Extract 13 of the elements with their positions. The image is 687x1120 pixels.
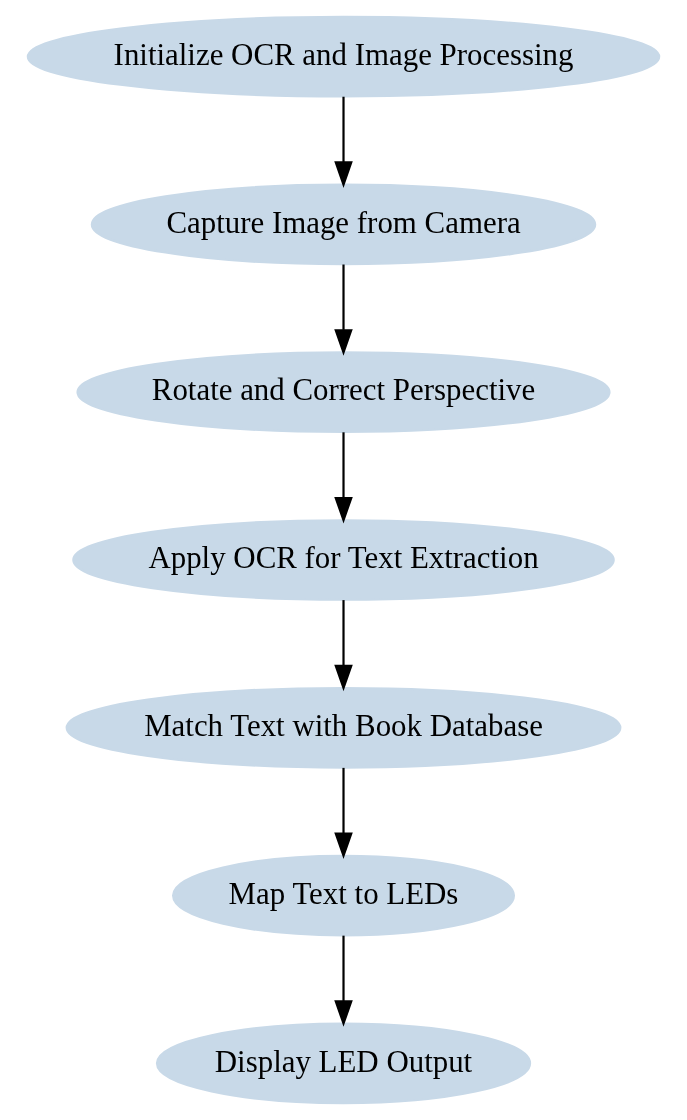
node-ellipse: Capture Image from Camera <box>90 183 597 266</box>
arrow <box>334 767 353 860</box>
node-ellipse: Map Text to LEDs <box>172 854 516 937</box>
node-ellipse: Match Text with Book Database <box>65 686 622 769</box>
arrow <box>334 264 353 356</box>
arrow <box>334 96 353 188</box>
node-ellipse: Apply OCR for Text Extraction <box>72 519 615 601</box>
arrow <box>334 432 353 524</box>
node-ellipse: Rotate and Correct Perspective <box>76 351 611 434</box>
arrow <box>334 600 353 692</box>
node-ellipse: Display LED Output <box>155 1022 532 1105</box>
node-ellipse: Initialize OCR and Image Processing <box>26 15 661 98</box>
arrow <box>334 935 353 1027</box>
